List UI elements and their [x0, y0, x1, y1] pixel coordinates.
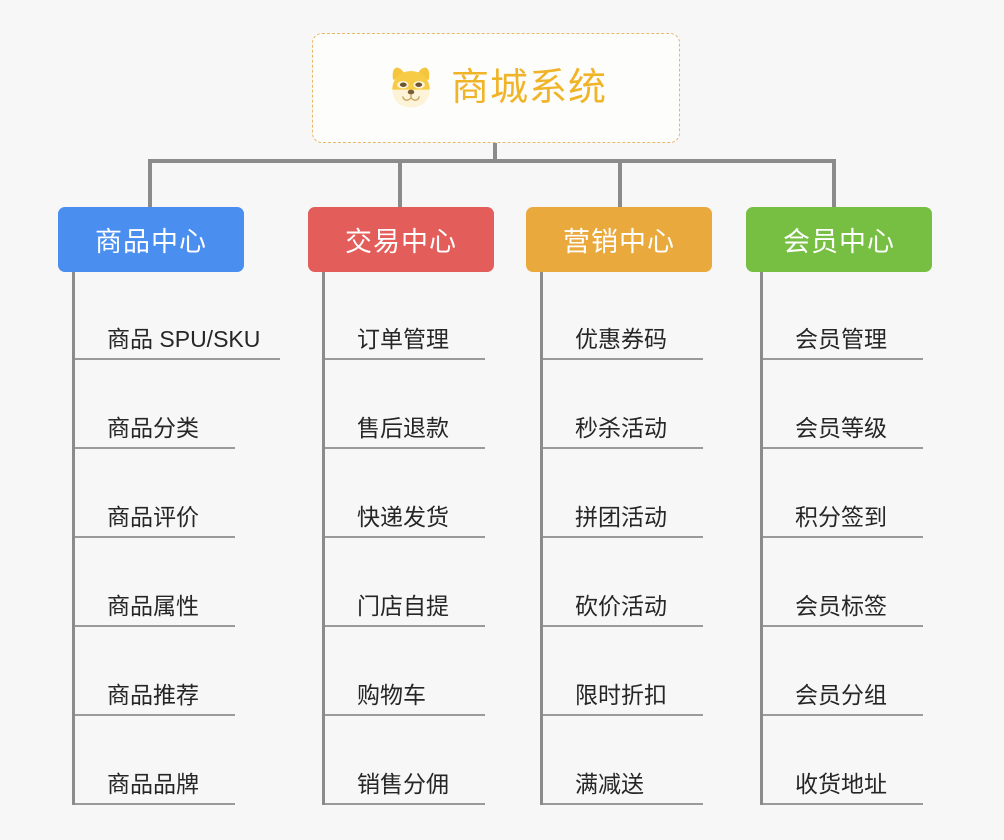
connector-drop-3: [618, 159, 622, 207]
branch-column-3: 营销中心 优惠券码 秒杀活动 拼团活动 砍价活动 限时折扣 满减送: [526, 207, 712, 805]
list-item[interactable]: 满减送: [543, 716, 703, 805]
list-item-label: 商品属性: [107, 592, 199, 619]
branch-header-3[interactable]: 营销中心: [526, 207, 712, 272]
root-node[interactable]: 商城系统: [312, 33, 680, 143]
list-item-label: 满减送: [575, 770, 644, 797]
list-item-label: 会员管理: [795, 325, 887, 352]
list-item[interactable]: 商品品牌: [75, 716, 235, 805]
list-item-label: 售后退款: [357, 414, 449, 441]
list-item[interactable]: 会员管理: [763, 272, 923, 360]
list-item[interactable]: 会员等级: [763, 360, 923, 449]
connector-horizontal-bus: [148, 159, 836, 163]
branch-column-1: 商品中心 商品 SPU/SKU 商品分类 商品评价 商品属性 商品推荐 商品品牌: [58, 207, 280, 805]
list-item-label: 商品分类: [107, 414, 199, 441]
list-item[interactable]: 优惠券码: [543, 272, 703, 360]
list-item-label: 秒杀活动: [575, 414, 667, 441]
list-item[interactable]: 购物车: [325, 627, 485, 716]
list-item[interactable]: 快递发货: [325, 449, 485, 538]
branch-column-2: 交易中心 订单管理 售后退款 快递发货 门店自提 购物车 销售分佣: [308, 207, 494, 805]
list-item-label: 商品品牌: [107, 770, 199, 797]
branch-header-label: 会员中心: [783, 227, 895, 257]
list-item[interactable]: 商品属性: [75, 538, 235, 627]
branch-items-2: 订单管理 售后退款 快递发货 门店自提 购物车 销售分佣: [322, 272, 494, 805]
list-item[interactable]: 订单管理: [325, 272, 485, 360]
connector-drop-1: [148, 159, 152, 207]
list-item-label: 砍价活动: [575, 592, 667, 619]
list-item[interactable]: 砍价活动: [543, 538, 703, 627]
list-item[interactable]: 商品分类: [75, 360, 235, 449]
list-item-label: 商品 SPU/SKU: [107, 325, 261, 352]
list-item-label: 会员等级: [795, 414, 887, 441]
list-item-label: 收货地址: [795, 770, 887, 797]
list-item[interactable]: 积分签到: [763, 449, 923, 538]
list-item-label: 限时折扣: [575, 681, 667, 708]
list-item-label: 拼团活动: [575, 503, 667, 530]
list-item-label: 会员标签: [795, 592, 887, 619]
list-item-label: 积分签到: [795, 503, 887, 530]
list-item-label: 优惠券码: [575, 325, 667, 352]
branch-header-label: 交易中心: [345, 227, 457, 257]
list-item[interactable]: 秒杀活动: [543, 360, 703, 449]
list-item-label: 商品评价: [107, 503, 199, 530]
connector-root-stem: [493, 143, 497, 162]
branch-items-3: 优惠券码 秒杀活动 拼团活动 砍价活动 限时折扣 满减送: [540, 272, 712, 805]
list-item-label: 购物车: [357, 681, 426, 708]
list-item-label: 门店自提: [357, 592, 449, 619]
branch-items-1: 商品 SPU/SKU 商品分类 商品评价 商品属性 商品推荐 商品品牌: [72, 272, 280, 805]
branch-header-label: 商品中心: [95, 227, 207, 257]
list-item[interactable]: 销售分佣: [325, 716, 485, 805]
list-item[interactable]: 商品推荐: [75, 627, 235, 716]
branch-column-4: 会员中心 会员管理 会员等级 积分签到 会员标签 会员分组 收货地址: [746, 207, 932, 805]
list-item[interactable]: 拼团活动: [543, 449, 703, 538]
list-item[interactable]: 限时折扣: [543, 627, 703, 716]
branch-header-4[interactable]: 会员中心: [746, 207, 932, 272]
root-title: 商城系统: [450, 67, 607, 109]
connector-drop-2: [398, 159, 402, 207]
list-item[interactable]: 商品 SPU/SKU: [75, 272, 280, 360]
branch-header-label: 营销中心: [563, 227, 675, 257]
list-item-label: 销售分佣: [357, 770, 449, 797]
connector-drop-4: [832, 159, 836, 207]
dog-face-icon: [392, 67, 430, 108]
list-item[interactable]: 会员标签: [763, 538, 923, 627]
list-item[interactable]: 售后退款: [325, 360, 485, 449]
branch-items-4: 会员管理 会员等级 积分签到 会员标签 会员分组 收货地址: [760, 272, 932, 805]
list-item-label: 订单管理: [357, 325, 449, 352]
list-item[interactable]: 会员分组: [763, 627, 923, 716]
list-item-label: 会员分组: [795, 681, 887, 708]
branch-header-1[interactable]: 商品中心: [58, 207, 244, 272]
list-item-label: 商品推荐: [107, 681, 199, 708]
branch-header-2[interactable]: 交易中心: [308, 207, 494, 272]
list-item[interactable]: 门店自提: [325, 538, 485, 627]
list-item[interactable]: 商品评价: [75, 449, 235, 538]
list-item[interactable]: 收货地址: [763, 716, 923, 805]
list-item-label: 快递发货: [357, 503, 449, 530]
